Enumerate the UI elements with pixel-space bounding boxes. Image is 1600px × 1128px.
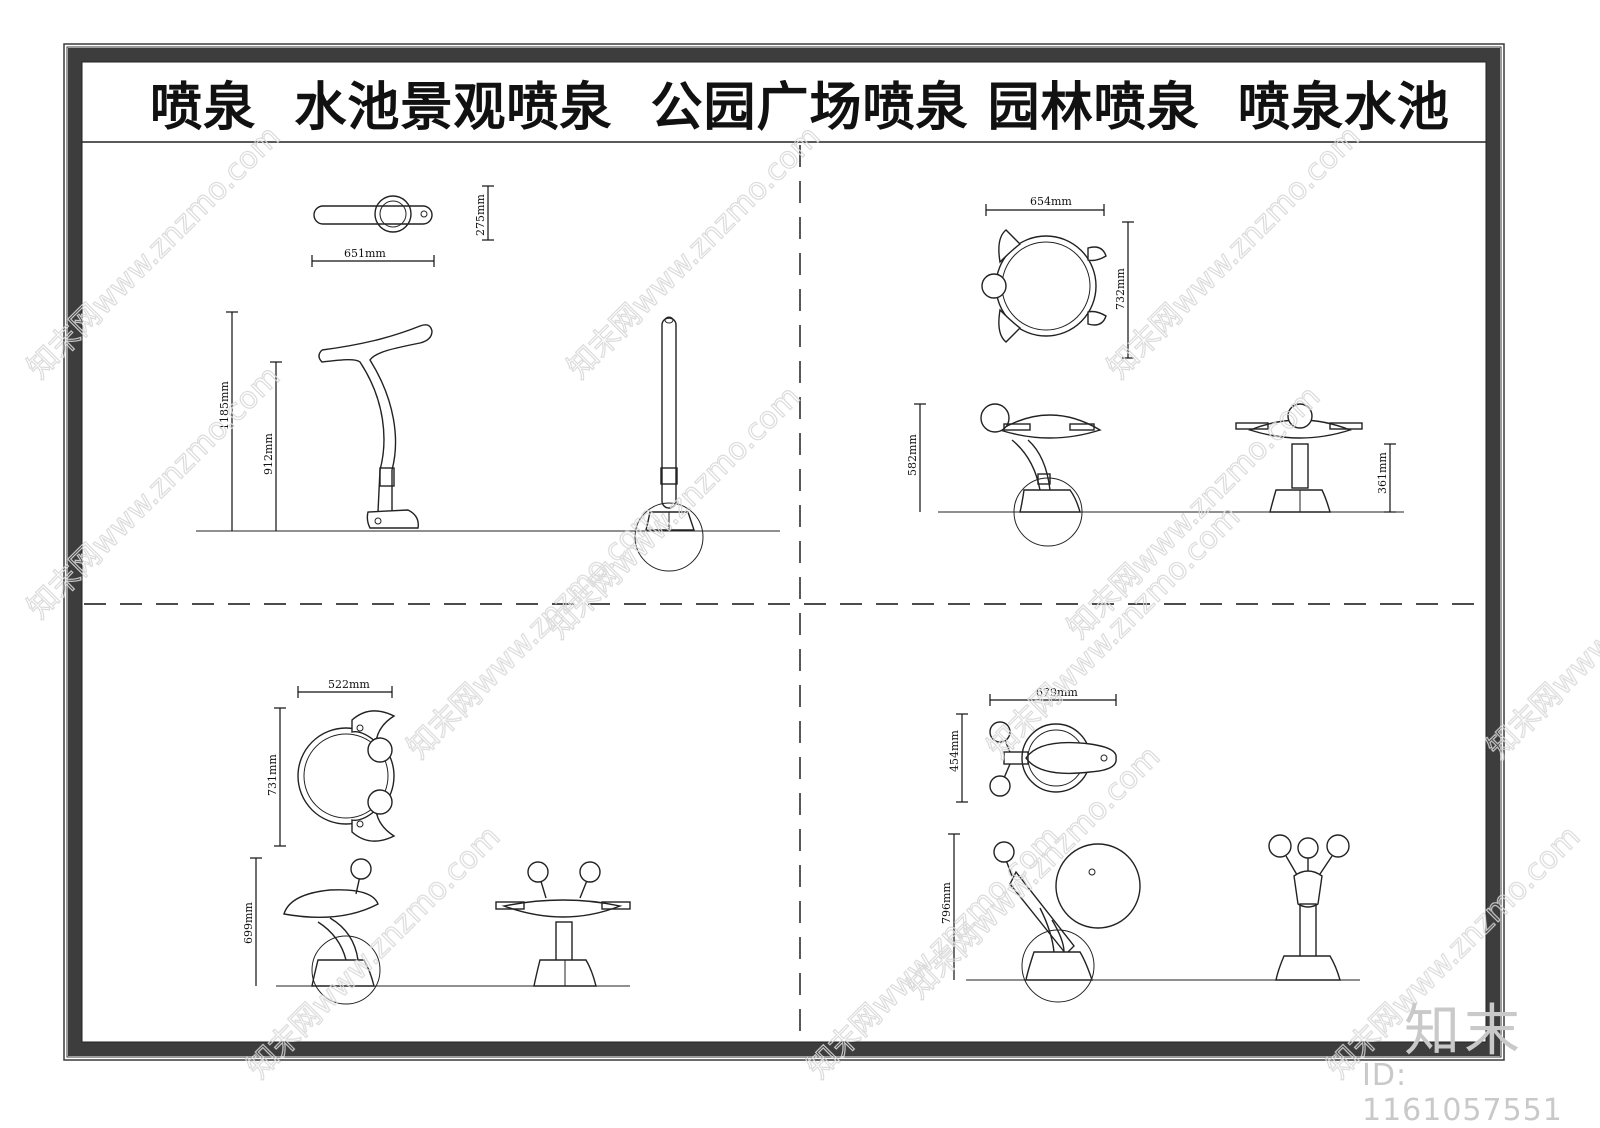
bl-plan-view: [297, 710, 396, 842]
svg-text:582mm: 582mm: [906, 434, 919, 476]
drawing-title: 喷泉 水池景观喷泉 公园广场喷泉 园林喷泉 喷泉水池: [150, 77, 1450, 138]
svg-text:796mm: 796mm: [940, 882, 953, 924]
dim-tr-plan-depth: 732mm: [1114, 221, 1134, 359]
tr-side-elevation: [1235, 403, 1363, 513]
svg-text:361mm: 361mm: [1376, 452, 1389, 494]
br-front-elevation: [993, 841, 1141, 1003]
svg-text:454mm: 454mm: [948, 730, 961, 772]
svg-text:1185mm: 1185mm: [218, 381, 231, 430]
svg-text:732mm: 732mm: [1114, 268, 1127, 310]
svg-text:522mm: 522mm: [328, 678, 370, 691]
panel-dividers: [84, 145, 1484, 1040]
watermark-logo: 知末: [1404, 999, 1524, 1064]
dim-tl-plan-depth: 275mm: [474, 185, 494, 241]
panel-bottom-right: 679mm 454mm: [940, 686, 1360, 1003]
tl-plan-view: [313, 195, 433, 233]
dim-br-front-height: 796mm: [940, 833, 960, 980]
dim-bl-plan-width: 522mm: [297, 678, 393, 698]
dim-tr-side-height: 361mm: [1376, 443, 1396, 513]
svg-text:912mm: 912mm: [262, 433, 275, 475]
dim-br-plan-depth: 454mm: [948, 713, 968, 803]
dim-tr-front-height: 582mm: [906, 403, 926, 512]
br-side-elevation: [1268, 834, 1350, 981]
tr-plan-view: [981, 229, 1107, 343]
dim-bl-front-height: 699mm: [242, 857, 262, 986]
dim-bl-plan-depth: 731mm: [266, 707, 286, 847]
watermark-id: ID: 1161057551: [1362, 1058, 1563, 1128]
svg-text:679mm: 679mm: [1036, 686, 1078, 699]
dim-tr-plan-width: 654mm: [985, 195, 1105, 216]
svg-text:699mm: 699mm: [242, 902, 255, 944]
br-plan-view: [989, 721, 1117, 797]
dim-tl-total-height: 1185mm: [218, 311, 238, 531]
panel-top-right: 654mm 732mm: [906, 195, 1404, 547]
bl-side-elevation: [495, 861, 631, 987]
svg-text:731mm: 731mm: [266, 754, 279, 796]
tl-front-elevation: [318, 324, 433, 529]
dim-tl-plan-width: 651mm: [311, 247, 435, 267]
dim-br-plan-width: 679mm: [989, 686, 1117, 706]
dim-tl-inner-height: 912mm: [262, 361, 282, 531]
dim-label: 651mm: [344, 247, 386, 260]
sheet-frame: [63, 43, 1505, 1061]
panel-bottom-left: 522mm 731mm: [242, 678, 631, 1005]
bl-front-elevation: [283, 858, 381, 1005]
tr-front-elevation: [980, 403, 1102, 547]
panel-top-left: 651mm 275mm 1185mm 912mm: [196, 185, 780, 572]
svg-text:654mm: 654mm: [1030, 195, 1072, 208]
tl-side-elevation: [634, 316, 704, 572]
svg-text:275mm: 275mm: [474, 194, 487, 236]
